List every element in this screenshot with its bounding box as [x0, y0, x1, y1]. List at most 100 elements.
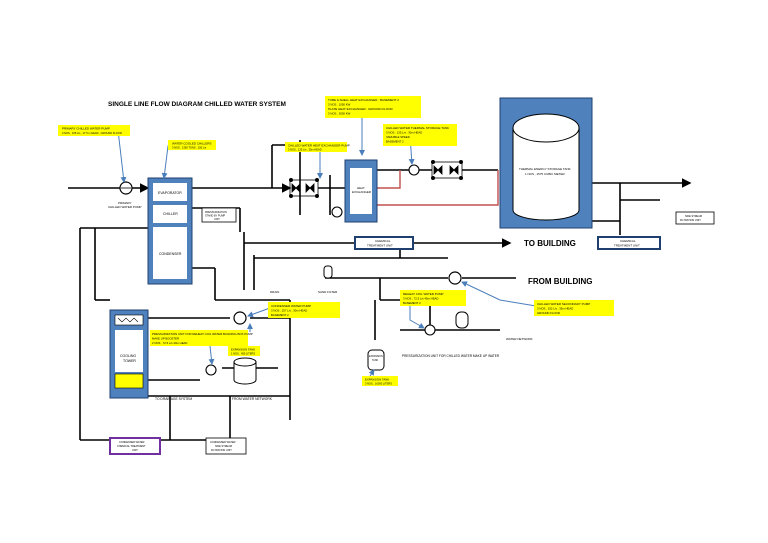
callout-expansion-tank-1: EXPANSION TANK 1 NOS , 455 LITERS [228, 346, 260, 356]
bottom-box2-line-3: FILTRATION UNIT [211, 449, 232, 452]
svg-text:BASEMENT 2: BASEMENT 2 [386, 140, 404, 144]
svg-text:CHILLED WATER THERMAL STORAGE: CHILLED WATER THERMAL STORAGE TANK [386, 126, 449, 130]
svg-text:PRESSURIZATION UNIT FOR REHEAT: PRESSURIZATION UNIT FOR REHEAT COIL WATE… [152, 332, 253, 336]
primary-chilled-water-pump[interactable] [119, 181, 133, 195]
expansion-small-1: EXPANSION [369, 355, 383, 358]
svg-text:3 NOS , 72.5 L/s 45m HEAD: 3 NOS , 72.5 L/s 45m HEAD [403, 297, 438, 301]
svg-text:PLATE HEAT EXCHANGER , GROUND: PLATE HEAT EXCHANGER , GROUND FLOOR [328, 107, 394, 111]
svg-text:3 NOS , 192 L/s , 35m HEAD: 3 NOS , 192 L/s , 35m HEAD [537, 307, 573, 311]
to-drainage-label: TO DRAINAGE SYSTEM [155, 397, 192, 401]
svg-text:3 NOS , 105 L/s , 17.5 m HEAD: 3 NOS , 105 L/s , 17.5 m HEAD , GROUND F… [62, 131, 122, 135]
bottom-box1-line-2: CHEMICAL TREATMENT [117, 445, 146, 448]
svg-text:CHILLED WATER SECONDARY PUMP: CHILLED WATER SECONDARY PUMP [537, 302, 590, 306]
hx-pump[interactable] [331, 206, 343, 218]
svg-text:3 NOS , 3050 KW: 3 NOS , 3050 KW [328, 112, 351, 116]
bottom-box2-line-2: SIDE STREAM [215, 445, 232, 448]
chem2-line-1: CHEMICAL [620, 239, 636, 243]
cooling-tower-label-2: TOWER [123, 359, 136, 363]
hx-valve-cluster[interactable] [288, 177, 319, 198]
svg-text:2 NOS , 72.5 L/s 20m HEAD: 2 NOS , 72.5 L/s 20m HEAD [152, 341, 187, 345]
callout-secondary-pump: CHILLED WATER SECONDARY PUMP 3 NOS , 192… [534, 300, 614, 316]
condenser-water-pump[interactable] [233, 311, 247, 325]
chilled-water-secondary-pump[interactable] [448, 271, 462, 285]
hx-label-1: HEAT [357, 186, 365, 190]
condenser-filtration-box[interactable] [205, 437, 247, 455]
callout-hx-pump: CHILLED WATER HEAT EXCHANGER PUMP 3 NOS … [285, 142, 350, 152]
expansion-tank-small[interactable] [367, 349, 385, 371]
drain-label: DRAIN [270, 290, 279, 294]
callout-pressurization-unit: PRESSURIZATION UNIT FOR REHEAT COIL WATE… [150, 330, 253, 346]
chemical-treatment-unit[interactable] [354, 236, 414, 250]
callout-reheat-pump: REHEAT COIL WATER PUMP 3 NOS , 72.5 L/s … [400, 290, 466, 306]
svg-text:3 NOS , 135 L/s , 25m HEAD: 3 NOS , 135 L/s , 25m HEAD [288, 148, 322, 152]
callout-heat-exchanger: TUBE & SHELL HEAT EXCHANGER , BASEMENT 2… [325, 96, 421, 118]
svg-text:REHEAT COIL WATER PUMP: REHEAT COIL WATER PUMP [403, 292, 443, 296]
svg-text:3 NOS , 257 L/s , 30m HEAD: 3 NOS , 257 L/s , 30m HEAD [271, 309, 307, 313]
pressurization-standby-box[interactable] [201, 207, 237, 223]
svg-text:TUBE & SHELL HEAT EXCHANGER ,: TUBE & SHELL HEAT EXCHANGER , BASEMENT 2 [328, 98, 399, 102]
right-box-line-2: FILTRATION UNIT [680, 219, 701, 222]
svg-text:3 NOS , 16000 LITERS: 3 NOS , 16000 LITERS [365, 382, 392, 386]
sand-filter-label: SAND FILTER [318, 290, 338, 294]
sand-filter[interactable] [323, 265, 333, 279]
reheat-coil-water-pump[interactable] [424, 324, 436, 336]
expansion-small-2: TANK [372, 359, 379, 362]
small-box-line-3: UNIT [214, 218, 220, 221]
svg-text:WATER COOLED CHILLERS: WATER COOLED CHILLERS [172, 142, 212, 146]
evaporator-label: EVAPORATOR [158, 191, 182, 195]
tank-label-2: 1 NOS , 1575 CUBIC METER [525, 172, 566, 176]
small-box-line-1: PRESSURIZATION [205, 211, 227, 214]
makeup-booster-pump[interactable] [205, 364, 217, 376]
to-building-label: TO BUILDING [524, 239, 576, 248]
callout-primary-pump: PRIMARY CHILLED WATER PUMP 3 NOS , 105 L… [58, 125, 130, 136]
side-stream-filtration-unit[interactable] [675, 211, 715, 225]
bottom-box2-line-1: CONDENSER WATER [210, 441, 236, 444]
cooling-tower-label-1: COOLING [120, 354, 136, 358]
svg-text:3 NOS , 1050 KW: 3 NOS , 1050 KW [328, 103, 351, 107]
svg-text:3 NOS , 135 L/s , 30m HEAD: 3 NOS , 135 L/s , 30m HEAD [386, 131, 422, 135]
svg-text:VARIABLE SPEED: VARIABLE SPEED [386, 135, 410, 139]
svg-text:GROUND FLOOR: GROUND FLOOR [537, 311, 560, 315]
water-cooled-chiller[interactable] [147, 177, 193, 285]
svg-text:CONDENSER WATER PUMP: CONDENSER WATER PUMP [271, 304, 311, 308]
water-network-label: WATER NETWORK [506, 337, 533, 341]
svg-text:1 NOS , 455 LITERS: 1 NOS , 455 LITERS [231, 352, 255, 356]
small-box-line-2: STAND BY PUMP [205, 215, 226, 218]
condenser-chemical-treatment-box[interactable] [109, 437, 161, 455]
callout-condenser-pump: CONDENSER WATER PUMP 3 NOS , 257 L/s , 3… [268, 302, 340, 318]
hx-label-2: EXCHANGER [352, 190, 372, 194]
chemical-treatment-unit-2[interactable] [597, 236, 661, 250]
callout-chillers: WATER COOLED CHILLERS 3 NOS , 1350 TONS … [168, 140, 216, 150]
storage-valve-cluster[interactable] [430, 159, 463, 180]
expansion-tank-condenser[interactable] [233, 357, 257, 385]
chem-line-1: CHEMICAL [375, 239, 391, 243]
condenser-label: CONDENSER [159, 252, 182, 256]
heat-exchanger[interactable] [344, 159, 378, 223]
diagram-title: SINGLE LINE FLOW DIAGRAM CHILLED WATER S… [108, 101, 286, 108]
chem-line-2: TREATMENT UNIT [367, 244, 393, 248]
pressurization-chilled-label: PRESSURIZATION UNIT FOR CHILLED WATER MA… [402, 354, 500, 358]
callout-thermal-storage-pump: CHILLED WATER THERMAL STORAGE TANK 3 NOS… [383, 124, 457, 146]
chilled-makeup-vessel[interactable] [455, 311, 469, 329]
from-building-label: FROM BUILDING [528, 277, 592, 286]
primary-pump-tag-2: CHILLED WATER PUMP [108, 205, 142, 209]
thermal-storage-pump[interactable] [408, 164, 420, 176]
cooling-tower[interactable] [109, 309, 149, 399]
callout-expansion-tank-2: EXPANSION TANK 3 NOS , 16000 LITERS [362, 376, 398, 386]
svg-text:3 NOS , 1350 TONS , 105 L/s: 3 NOS , 1350 TONS , 105 L/s [172, 146, 207, 150]
from-water-network-label: FROM WATER NETWORK [232, 397, 273, 401]
svg-text:PRIMARY CHILLED WATER PUMP: PRIMARY CHILLED WATER PUMP [62, 127, 110, 131]
primary-pump-tag-1: PRIMARY [118, 201, 132, 205]
svg-text:BASEMENT 2: BASEMENT 2 [403, 301, 421, 305]
svg-text:BASEMENT 2: BASEMENT 2 [271, 313, 289, 317]
svg-text:MAKE UP BOOSTER: MAKE UP BOOSTER [152, 337, 179, 341]
thermal-energy-storage-tank[interactable] [499, 97, 593, 229]
tank-label-1: THERMAL ENERGY STORAGE TANK [519, 167, 571, 171]
chem2-line-2: TREATMENT UNIT [614, 244, 640, 248]
bottom-box1-line-1: CONDENSER WATER [119, 441, 145, 444]
bottom-box1-line-3: UNIT [132, 449, 138, 452]
svg-text:EXPANSION TANK: EXPANSION TANK [231, 348, 255, 352]
chiller-label: CHILLER [163, 212, 178, 216]
svg-text:EXPANSION TANK: EXPANSION TANK [365, 378, 389, 382]
